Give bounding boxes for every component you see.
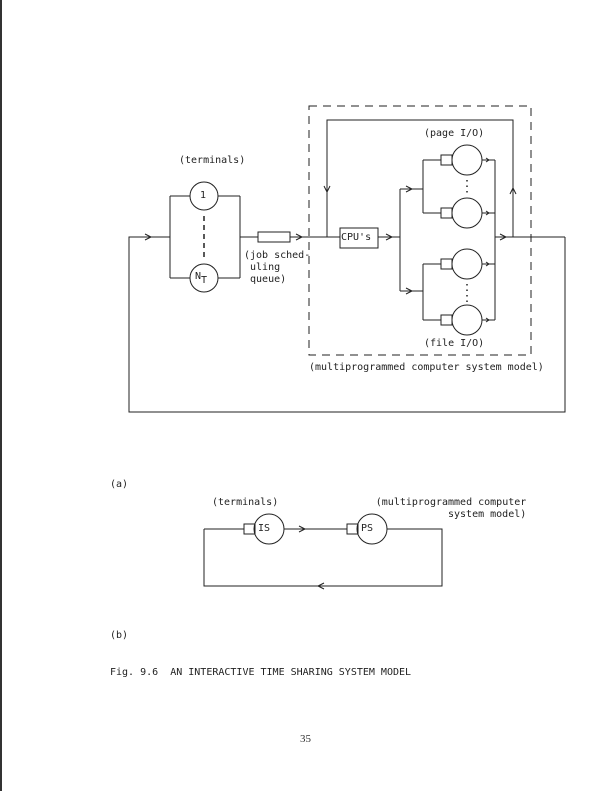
arrow-head — [323, 185, 331, 194]
b-system-line-1: (multiprogrammed computer — [375, 497, 527, 508]
page-io-branch — [422, 159, 441, 214]
page-io-queue-1 — [440, 154, 453, 166]
job-scheduling-queue-box — [257, 231, 291, 243]
file-io-branch — [422, 263, 441, 321]
arrow-head — [405, 185, 414, 193]
cpu-box — [339, 227, 379, 249]
system-model-label: (multiprogrammed computer system model) — [309, 362, 544, 373]
b-terminals-label: (terminals) — [212, 497, 279, 508]
page-io-server-1 — [451, 144, 483, 176]
ps-node — [356, 513, 388, 545]
terminals-label: (terminals) — [179, 155, 246, 166]
arrow-head — [385, 233, 394, 241]
ps-label: PS — [361, 523, 374, 534]
terminals-branch — [169, 195, 241, 279]
arrow-head — [316, 582, 325, 590]
page-io-out — [482, 159, 495, 214]
terminal-nt-label: NT — [195, 271, 208, 286]
file-io-queue-2 — [440, 314, 453, 326]
job-queue-line-3: queue) — [244, 274, 287, 285]
arrow-head — [485, 157, 490, 216]
file-io-server-2 — [451, 304, 483, 336]
file-io-server-1 — [451, 248, 483, 280]
arrow-head — [298, 525, 307, 533]
terminal-nt-subscript: T — [201, 275, 208, 286]
terminal-nt-main: N — [195, 271, 202, 282]
terminal-1-node — [189, 181, 219, 211]
arrow-head — [509, 186, 517, 195]
is-queue-box — [243, 523, 256, 535]
terminal-1-label: 1 — [200, 190, 207, 201]
arrow-head — [405, 287, 414, 295]
system-model-dashed-boundary — [308, 105, 532, 356]
panel-b-label: (b) — [110, 630, 129, 641]
page-io-label: (page I/O) — [424, 128, 485, 139]
job-queue-label: (job sched- uling queue) — [244, 250, 310, 286]
page-io-server-2 — [451, 197, 483, 229]
file-io-queue-1 — [440, 258, 453, 270]
ps-queue-box — [346, 523, 359, 535]
b-system-line-2: system model) — [448, 509, 527, 520]
arrow-head — [485, 261, 490, 323]
arrow-head — [295, 233, 304, 241]
inner-feedback-loop — [326, 119, 514, 237]
job-queue-line-2: uling — [244, 262, 281, 273]
page-number: 35 — [300, 733, 311, 745]
terminal-nt-node — [189, 263, 219, 293]
page-io-queue-2 — [440, 207, 453, 219]
file-io-out — [482, 263, 495, 321]
is-label: IS — [258, 523, 271, 534]
arrow-head — [144, 233, 153, 241]
outer-feedback-loop — [128, 236, 566, 413]
cpu-label: CPU's — [341, 232, 372, 243]
panel-a-label: (a) — [110, 479, 129, 490]
figure-caption: Fig. 9.6 AN INTERACTIVE TIME SHARING SYS… — [110, 667, 412, 678]
job-queue-line-1: (job sched- — [244, 250, 311, 261]
arrow-head — [499, 233, 508, 241]
file-io-label: (file I/O) — [424, 338, 485, 349]
b-loop — [203, 528, 443, 587]
